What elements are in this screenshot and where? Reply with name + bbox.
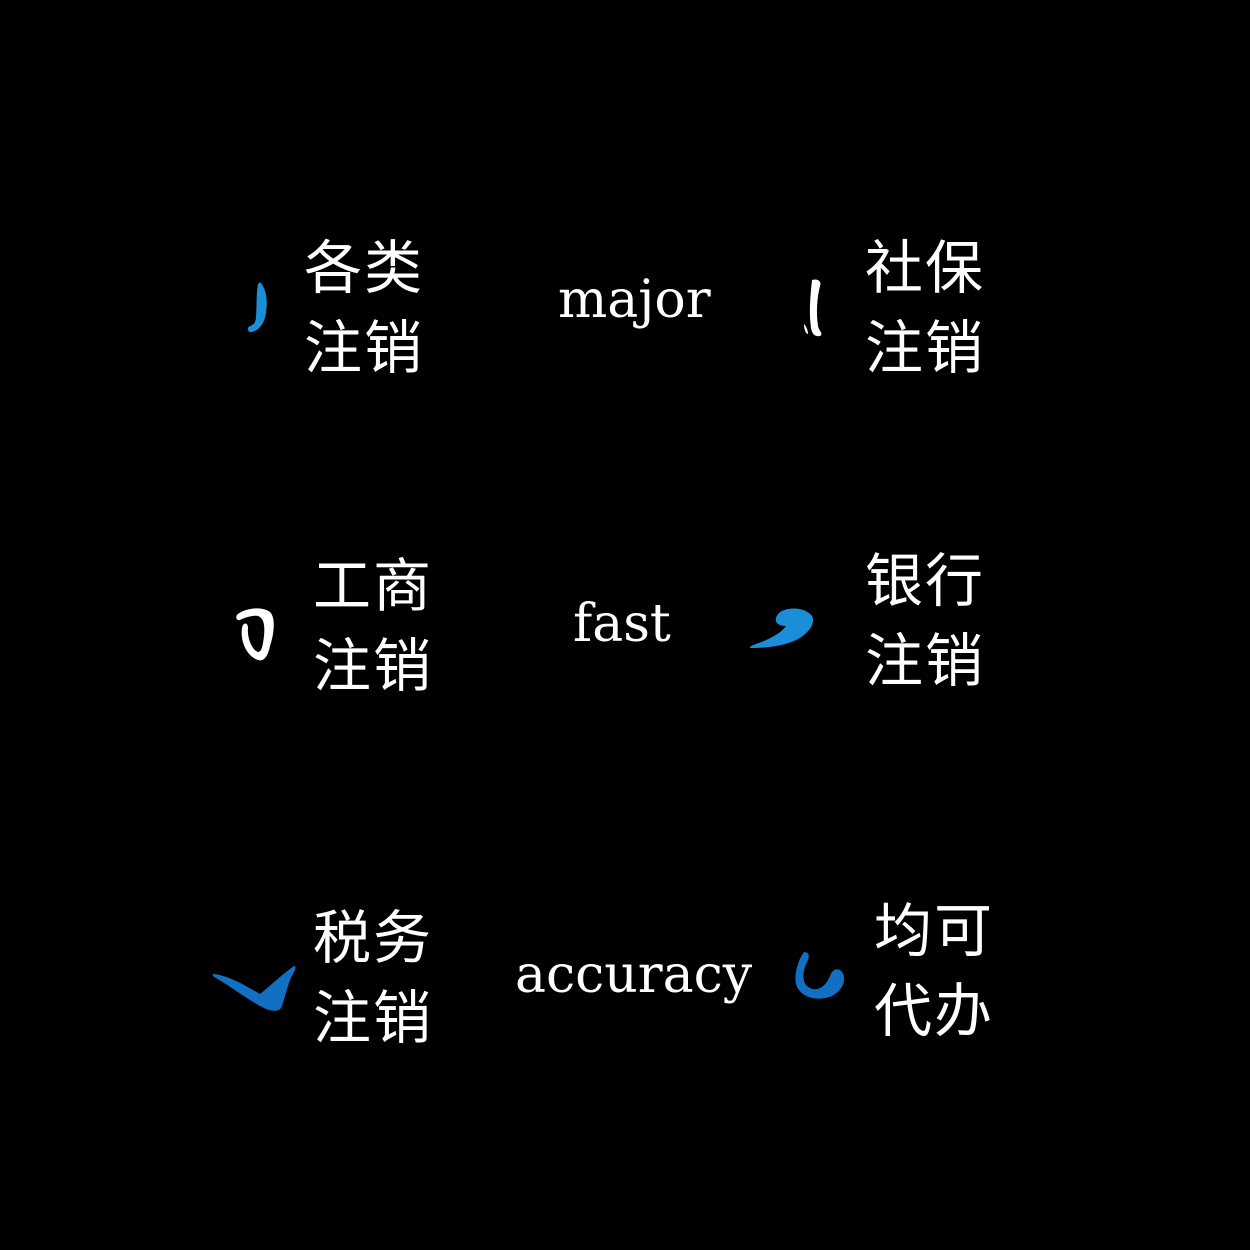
text-line: 注销: [313, 632, 434, 700]
blue-brush-check-icon: [212, 965, 296, 1011]
text-block-social-security-cancel: 社保 注销: [865, 228, 985, 388]
white-brush-vertical-icon: [804, 279, 822, 337]
text-line: 各类: [304, 234, 425, 302]
text-block-bank-cancel: 银行 注销: [865, 541, 985, 701]
text-line: 注销: [313, 984, 434, 1052]
text-line: 银行: [865, 547, 986, 615]
text-line: 代办: [874, 977, 995, 1045]
text-line: 注销: [304, 314, 425, 382]
blue-brush-curl-icon: [795, 952, 845, 999]
word-major: major: [558, 270, 711, 330]
text-line: 税务: [313, 904, 434, 972]
blue-brush-hook-icon: [247, 282, 267, 333]
text-line: 社保: [865, 234, 986, 302]
text-line: 均可: [874, 897, 995, 965]
text-line: 注销: [865, 627, 986, 695]
word-fast: fast: [573, 594, 671, 654]
text-block-all-can-handle: 均可 代办: [874, 891, 994, 1051]
text-line: 工商: [313, 552, 434, 620]
text-line: 注销: [865, 314, 986, 382]
white-brush-loop-icon: [236, 608, 274, 661]
text-block-all-types-cancel: 各类 注销: [304, 228, 424, 388]
word-accuracy: accuracy: [515, 945, 753, 1005]
text-block-tax-cancel: 税务 注销: [313, 898, 433, 1058]
blue-brush-sweep-icon: [749, 608, 814, 648]
text-block-business-cancel: 工商 注销: [313, 546, 433, 706]
